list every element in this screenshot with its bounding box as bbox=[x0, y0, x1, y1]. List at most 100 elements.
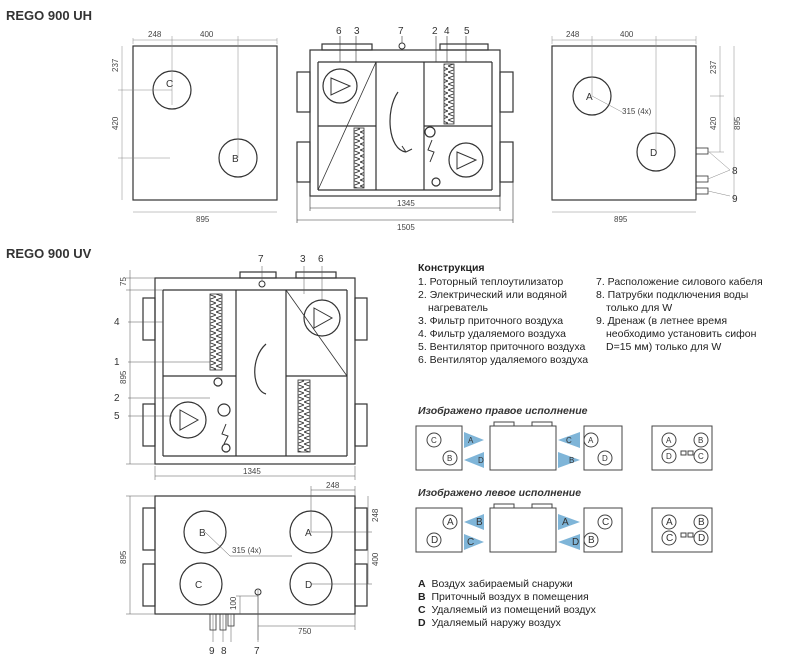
dim-895-uh-left: 895 bbox=[196, 215, 210, 224]
callout-3-uv: 3 bbox=[300, 254, 306, 265]
vr-c-arrow: C bbox=[566, 436, 572, 445]
dim-895-uv-top: 895 bbox=[119, 550, 128, 564]
vr-a2: A bbox=[666, 436, 672, 445]
construction-item: 6. Вентилятор удаляемого воздуха bbox=[418, 354, 589, 366]
callout-9-uv: 9 bbox=[209, 646, 215, 657]
vr-b1: B bbox=[447, 454, 452, 463]
dim-248-uh-right: 248 bbox=[566, 30, 580, 39]
vl-b-arrow: B bbox=[476, 517, 483, 528]
uv-top-view bbox=[126, 486, 372, 642]
dim-248-uv: 248 bbox=[326, 481, 340, 490]
callout-8-uh: 8 bbox=[732, 166, 738, 177]
vr-d2: D bbox=[666, 452, 672, 461]
variant-left-label: Изображено левое исполнение bbox=[418, 487, 582, 499]
uh-middle-view bbox=[296, 43, 514, 197]
variant-right-arrows bbox=[464, 432, 580, 468]
construction-item: 5. Вентилятор приточного воздуха bbox=[418, 341, 586, 353]
air-legend: A Воздух забираемый снаружи B Приточный … bbox=[418, 578, 596, 630]
label-b-uh-left: B bbox=[232, 154, 239, 165]
callout-3-uh: 3 bbox=[354, 26, 360, 37]
dim-1345-uh: 1345 bbox=[397, 199, 415, 208]
vl-a2: A bbox=[666, 517, 673, 528]
label-b-uv-top: B bbox=[199, 528, 206, 539]
callout-2-uv: 2 bbox=[114, 393, 120, 404]
label-c-uh-left: C bbox=[166, 79, 173, 90]
callout-5-uh: 5 bbox=[464, 26, 470, 37]
uh-right-view bbox=[551, 36, 735, 213]
construction-item: 7. Расположение силового кабеля bbox=[596, 276, 763, 288]
construction-item: только для W bbox=[606, 302, 673, 314]
filter-supply-uv bbox=[297, 379, 311, 453]
title-uh: REGO 900 UH bbox=[6, 8, 92, 23]
air-legend-item: B Приточный воздух в помещения bbox=[418, 591, 589, 603]
construction-legend: Конструкция 1. Роторный теплоутилизатор … bbox=[418, 262, 788, 366]
variant-right-diagram bbox=[415, 421, 713, 471]
construction-item: 3. Фильтр приточного воздуха bbox=[418, 315, 564, 327]
construction-item: 2. Электрический или водяной bbox=[418, 289, 568, 301]
label-a-uh-right: A bbox=[586, 92, 593, 103]
vr-c2: C bbox=[698, 452, 704, 461]
construction-heading: Конструкция bbox=[418, 262, 485, 274]
vl-c-arrow: C bbox=[467, 537, 474, 548]
vl-d1: D bbox=[431, 535, 438, 546]
dim-237-uh: 237 bbox=[111, 58, 120, 72]
uh-left-view bbox=[118, 36, 278, 213]
callout-7-uv: 7 bbox=[258, 254, 264, 265]
construction-item: D=15 мм) только для W bbox=[606, 341, 722, 353]
vl-c2: C bbox=[666, 533, 673, 544]
vl-a-arrow: A bbox=[562, 517, 569, 528]
dim-1505-uh: 1505 bbox=[397, 223, 415, 232]
vr-a-arrow: A bbox=[468, 436, 474, 445]
dim-895-uh-right: 895 bbox=[614, 215, 628, 224]
label-d-uh-right: D bbox=[650, 148, 657, 159]
dim-400-uh-right: 400 bbox=[620, 30, 634, 39]
dim-248-uh: 248 bbox=[148, 30, 162, 39]
dim-237-uh-right: 237 bbox=[709, 60, 718, 74]
callout-4-uh: 4 bbox=[444, 26, 450, 37]
title-uv: REGO 900 UV bbox=[6, 246, 92, 261]
vr-b-arrow: B bbox=[569, 456, 574, 465]
vr-a1: A bbox=[588, 436, 594, 445]
air-legend-item: C Удаляемый из помещений воздух bbox=[418, 604, 596, 616]
dim-1345-uv: 1345 bbox=[243, 467, 261, 476]
construction-right-col: 7. Расположение силового кабеля 8. Патру… bbox=[596, 276, 763, 354]
label-d-uv-top: D bbox=[305, 580, 312, 591]
callout-5-uv: 5 bbox=[114, 411, 120, 422]
air-legend-item: A Воздух забираемый снаружи bbox=[418, 578, 573, 590]
air-legend-item: D Удаляемый наружу воздух bbox=[418, 617, 561, 629]
variant-left-arrows bbox=[464, 514, 580, 550]
uv-front-view bbox=[142, 271, 368, 465]
vr-d1: D bbox=[602, 454, 608, 463]
construction-left-col: 1. Роторный теплоутилизатор 2. Электриче… bbox=[418, 276, 588, 367]
callout-1-uv: 1 bbox=[114, 357, 120, 368]
fan-exhaust-uv bbox=[303, 299, 341, 337]
vl-d2: D bbox=[698, 533, 705, 544]
dim-420-uh: 420 bbox=[111, 116, 120, 130]
dim-100-uv: 100 bbox=[229, 596, 238, 610]
label-c-uv-top: C bbox=[195, 580, 202, 591]
variant-right-label: Изображено правое исполнение bbox=[418, 405, 588, 417]
callout-9-uh: 9 bbox=[732, 194, 738, 205]
fan-supply-uh bbox=[448, 142, 484, 178]
vl-b2: B bbox=[698, 517, 705, 528]
vr-b2: B bbox=[698, 436, 703, 445]
filter-supply-uh bbox=[353, 127, 365, 189]
construction-item: 8. Патрубки подключения воды bbox=[596, 289, 749, 301]
callout-6-uv: 6 bbox=[318, 254, 324, 265]
port-c-uv-top bbox=[179, 562, 223, 606]
fan-supply-uv bbox=[169, 401, 207, 439]
dim-315-uv: 315 (4x) bbox=[232, 546, 262, 555]
port-b-uv-top bbox=[183, 510, 227, 554]
dim-895-uv-front: 895 bbox=[119, 370, 128, 384]
construction-item: 9. Дренаж (в летнее время bbox=[596, 315, 728, 327]
construction-item: 4. Фильтр удаляемого воздуха bbox=[418, 328, 566, 340]
vr-d-arrow: D bbox=[478, 456, 484, 465]
filter-exhaust-uv bbox=[209, 293, 223, 371]
dim-248-uv-v: 248 bbox=[371, 508, 380, 522]
construction-item: необходимо установить сифон bbox=[606, 328, 757, 340]
dim-315-uh: 315 (4x) bbox=[622, 107, 652, 116]
dim-750-uv: 750 bbox=[298, 627, 312, 636]
construction-item: нагреватель bbox=[428, 302, 488, 314]
vl-b1: B bbox=[588, 535, 595, 546]
